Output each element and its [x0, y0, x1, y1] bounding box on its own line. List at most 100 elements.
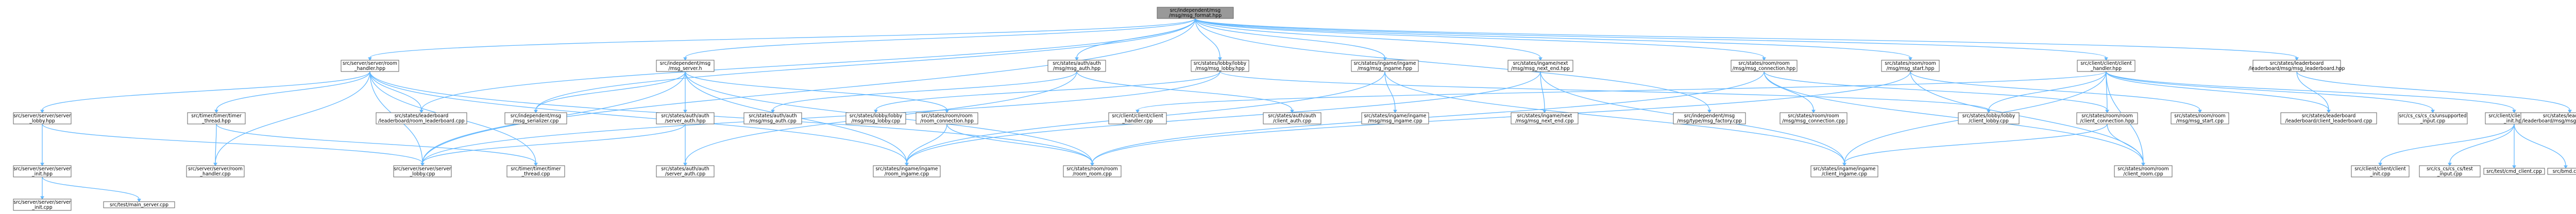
node-label-line: src/client/client/client [2354, 166, 2406, 172]
node-box [187, 112, 246, 124]
node-timer-thread-hpp[interactable]: src/timer/timer/timer_thread.hpp [187, 112, 246, 124]
node-msg-leaderboard-cpp[interactable]: src/states/leaderboard/leaderboard/msg/m… [2520, 112, 2576, 124]
node-label-line: src/states/room/room [2117, 166, 2168, 172]
node-label-line: src/states/lobby/lobby [1962, 113, 2015, 119]
node-msg-factory-cpp[interactable]: src/independent/msg/msg/type/msg_factory… [1673, 112, 1746, 124]
node-label-line: _init.hpp [2503, 118, 2524, 124]
node-room-room-cpp[interactable]: src/states/room/room/room_room.cpp [1063, 165, 1122, 177]
node-msg-server-hpp[interactable]: src/independent/msg/msg_server.h [656, 60, 715, 72]
node-server-init-hpp[interactable]: src/server/server/server_init.hpp [13, 165, 72, 177]
node-server-lobby-hpp[interactable]: src/server/server/server_lobby.hpp [13, 112, 72, 124]
edge-msg-auth-hpp-to-msg-auth-cpp [772, 71, 1077, 111]
edge-arrowhead [2104, 57, 2108, 61]
node-msg-server-cpp[interactable]: src/independent/msg/msg_serializer.cpp [504, 112, 567, 124]
edge-client-init-hpp-to-bmd-cc [2514, 123, 2566, 166]
edge-arrowhead [1707, 110, 1711, 113]
edge-arrowhead [2105, 110, 2109, 113]
node-msg-auth-hpp[interactable]: src/states/auth/auth/msg/msg_auth.hpp [1047, 60, 1106, 72]
node-room-ingame-cpp[interactable]: src/states/ingame/ingame/room_ingame.cpp [873, 165, 941, 177]
node-msg-next-end-cpp[interactable]: src/states/ingame/next/msg/msg_next_end.… [1511, 112, 1579, 124]
node-server-lobby-cpp[interactable]: src/server/server/server_lobby.cpp [393, 165, 452, 177]
node-label-line: src/server/server/server [394, 166, 451, 172]
edge-msg-next-end-hpp-to-room-ingame-cpp [906, 71, 1541, 164]
node-client-ingame-cpp[interactable]: src/states/ingame/ingame/client_ingame.c… [1810, 165, 1878, 177]
node-server-auth-cpp[interactable]: src/states/auth/auth/server_auth.cpp [656, 165, 715, 177]
node-box [341, 60, 399, 72]
node-leaderboard-cpp[interactable]: src/states/leaderboard/leaderboard/room_… [376, 112, 467, 124]
node-label-line: src/states/ingame/ingame [1353, 61, 1416, 66]
node-box [1507, 60, 1573, 72]
node-msg-connection-hpp[interactable]: src/states/room/room/msg/msg_connection.… [1731, 60, 1798, 72]
node-box [13, 199, 72, 211]
node-label-line: src/states/ingame/next [1517, 113, 1572, 119]
node-room-connection-hpp[interactable]: src/states/room/room/room_connection.hpp [916, 112, 978, 124]
node-box [506, 165, 565, 177]
node-msg-ingame-hpp[interactable]: src/states/ingame/ingame/msg/msg_ingame.… [1351, 60, 1419, 72]
node-bmd-cc[interactable]: src/bmd.cc [2547, 168, 2576, 175]
edge-msg-server-hpp-to-room-connection-hpp [685, 71, 947, 111]
node-label-line: /msg/msg_ingame.cpp [1368, 118, 1422, 124]
node-msg-auth-cpp[interactable]: src/states/auth/auth/msg/msg_auth.cpp [743, 112, 802, 124]
node-label-line: /msg/msg_next_end.cpp [1515, 118, 1573, 124]
node-room-handler-hpp[interactable]: src/server/server/room_handler.hpp [341, 60, 399, 72]
node-cs-cs-input-cpp[interactable]: src/cs_cs/cs_cs/test_input.cpp [2419, 165, 2481, 177]
node-label-line: src/server/server/server [13, 200, 71, 205]
node-msg-lobby-hpp[interactable]: src/states/lobby/lobby/msg/msg_lobby.hpp [1191, 60, 1249, 72]
node-client-handler-hpp[interactable]: src/client/client/client_handler.hpp [2077, 60, 2136, 72]
edge-server-auth-hpp-to-server-lobby-cpp [422, 123, 686, 164]
edge-arrowhead [1090, 163, 1094, 166]
node-server-auth-hpp[interactable]: src/states/auth/auth/server_auth.hpp [656, 112, 715, 124]
node-client-handler-cpp[interactable]: src/client/client/client_handler.cpp [1108, 112, 1167, 124]
node-msg-lobby-cpp[interactable]: src/states/lobby/lobby/msg/msg_lobby.cpp [845, 112, 906, 124]
node-client-auth-cpp[interactable]: src/states/auth/auth/client_auth.cpp [1263, 112, 1321, 124]
node-root[interactable]: src/independent/msg/msg/msg_format.hpp [1157, 7, 1234, 19]
edge-arrowhead [2198, 110, 2202, 113]
node-label-line: _handler.hpp [2090, 66, 2122, 72]
node-msg-ingame-cpp[interactable]: src/states/ingame/ingame/msg/msg_ingame.… [1361, 112, 1429, 124]
node-box [1191, 60, 1249, 72]
node-client-lobby-cpp[interactable]: src/states/lobby/lobby/client_lobby.cpp [1958, 112, 2020, 124]
node-label-line: src/test/cmd_client.cpp [2486, 169, 2542, 174]
node-test-client-cpp[interactable]: src/test/cmd_client.cpp [2483, 168, 2545, 175]
node-label-line: /msg/msg_ingame.hpp [1358, 66, 1412, 72]
node-timer-thread-cpp[interactable]: src/timer/timer/timer_thread.cpp [506, 165, 565, 177]
node-label-line: _init.cpp [2369, 171, 2390, 177]
edge-msg-ingame-hpp-to-client-ingame-cpp [1384, 71, 1845, 164]
node-msg-next-end-hpp[interactable]: src/states/ingame/next/msg/msg_next_end.… [1507, 60, 1573, 72]
node-msg-leaderboard-hpp[interactable]: src/states/leaderboard/leaderboard/msg/m… [2249, 60, 2345, 72]
node-room-handler-cpp[interactable]: src/server/server/room_handler.cpp [186, 165, 245, 177]
node-label-line: src/states/room/room [2174, 113, 2225, 119]
node-msg-start-cpp[interactable]: src/states/room/room/msg/msg_start.cpp [2171, 112, 2229, 124]
node-msg-connection-cpp[interactable]: src/states/room/room/msg/msg_connection.… [1780, 112, 1848, 124]
node-server-init-cpp[interactable]: src/server/server/server_init.cpp [13, 199, 72, 211]
edge-arrowhead [905, 163, 909, 166]
node-client-init-cpp[interactable]: src/client/client/client_init.cpp [2351, 165, 2410, 177]
edge-arrowhead [2448, 163, 2452, 166]
edge-arrowhead [137, 199, 141, 202]
edge-root-to-msg-start-hpp [1195, 18, 1911, 58]
node-label-line: /msg_server.h [668, 66, 702, 72]
node-box [13, 165, 72, 177]
edge-arrowhead [2512, 165, 2516, 169]
node-label-line: src/test/main_server.cpp [110, 202, 168, 208]
edge-client-handler-hpp-to-client-lobby-cpp [1988, 71, 2107, 111]
node-label-line: /server_auth.hpp [665, 118, 706, 124]
node-label-line: src/states/room/room [1066, 166, 1117, 172]
edge-arrowhead [1136, 110, 1140, 113]
node-box [656, 112, 715, 124]
edge-arrowhead [1218, 57, 1222, 61]
edge-root-to-client-handler-hpp [1195, 18, 2107, 58]
edge-server-init-hpp-to-main-server-cpp [42, 176, 140, 200]
node-label-line: /room_connection.hpp [920, 118, 974, 124]
node-client-room-cpp[interactable]: src/states/room/room/client_room.cpp [2114, 165, 2173, 177]
node-label-line: src/states/auth/auth [661, 166, 709, 172]
node-main-server-cpp[interactable]: src/test/main_server.cpp [103, 201, 175, 208]
node-box [2280, 112, 2377, 124]
edge-arrowhead [2568, 110, 2572, 113]
node-client-leaderboard-cpp[interactable]: src/states/leaderboard/leaderboard/clien… [2280, 112, 2377, 124]
edge-arrowhead [1762, 57, 1766, 61]
node-msg-start-hpp[interactable]: src/states/room/room/msg/msg_start.hpp [1881, 60, 1940, 72]
node-cs-unsupported-cpp[interactable]: src/cs_cs/cs_cs/unsupported_input.cpp [2398, 112, 2468, 124]
node-client-connection-hpp[interactable]: src/states/room/room/client_connection.h… [2076, 112, 2138, 124]
